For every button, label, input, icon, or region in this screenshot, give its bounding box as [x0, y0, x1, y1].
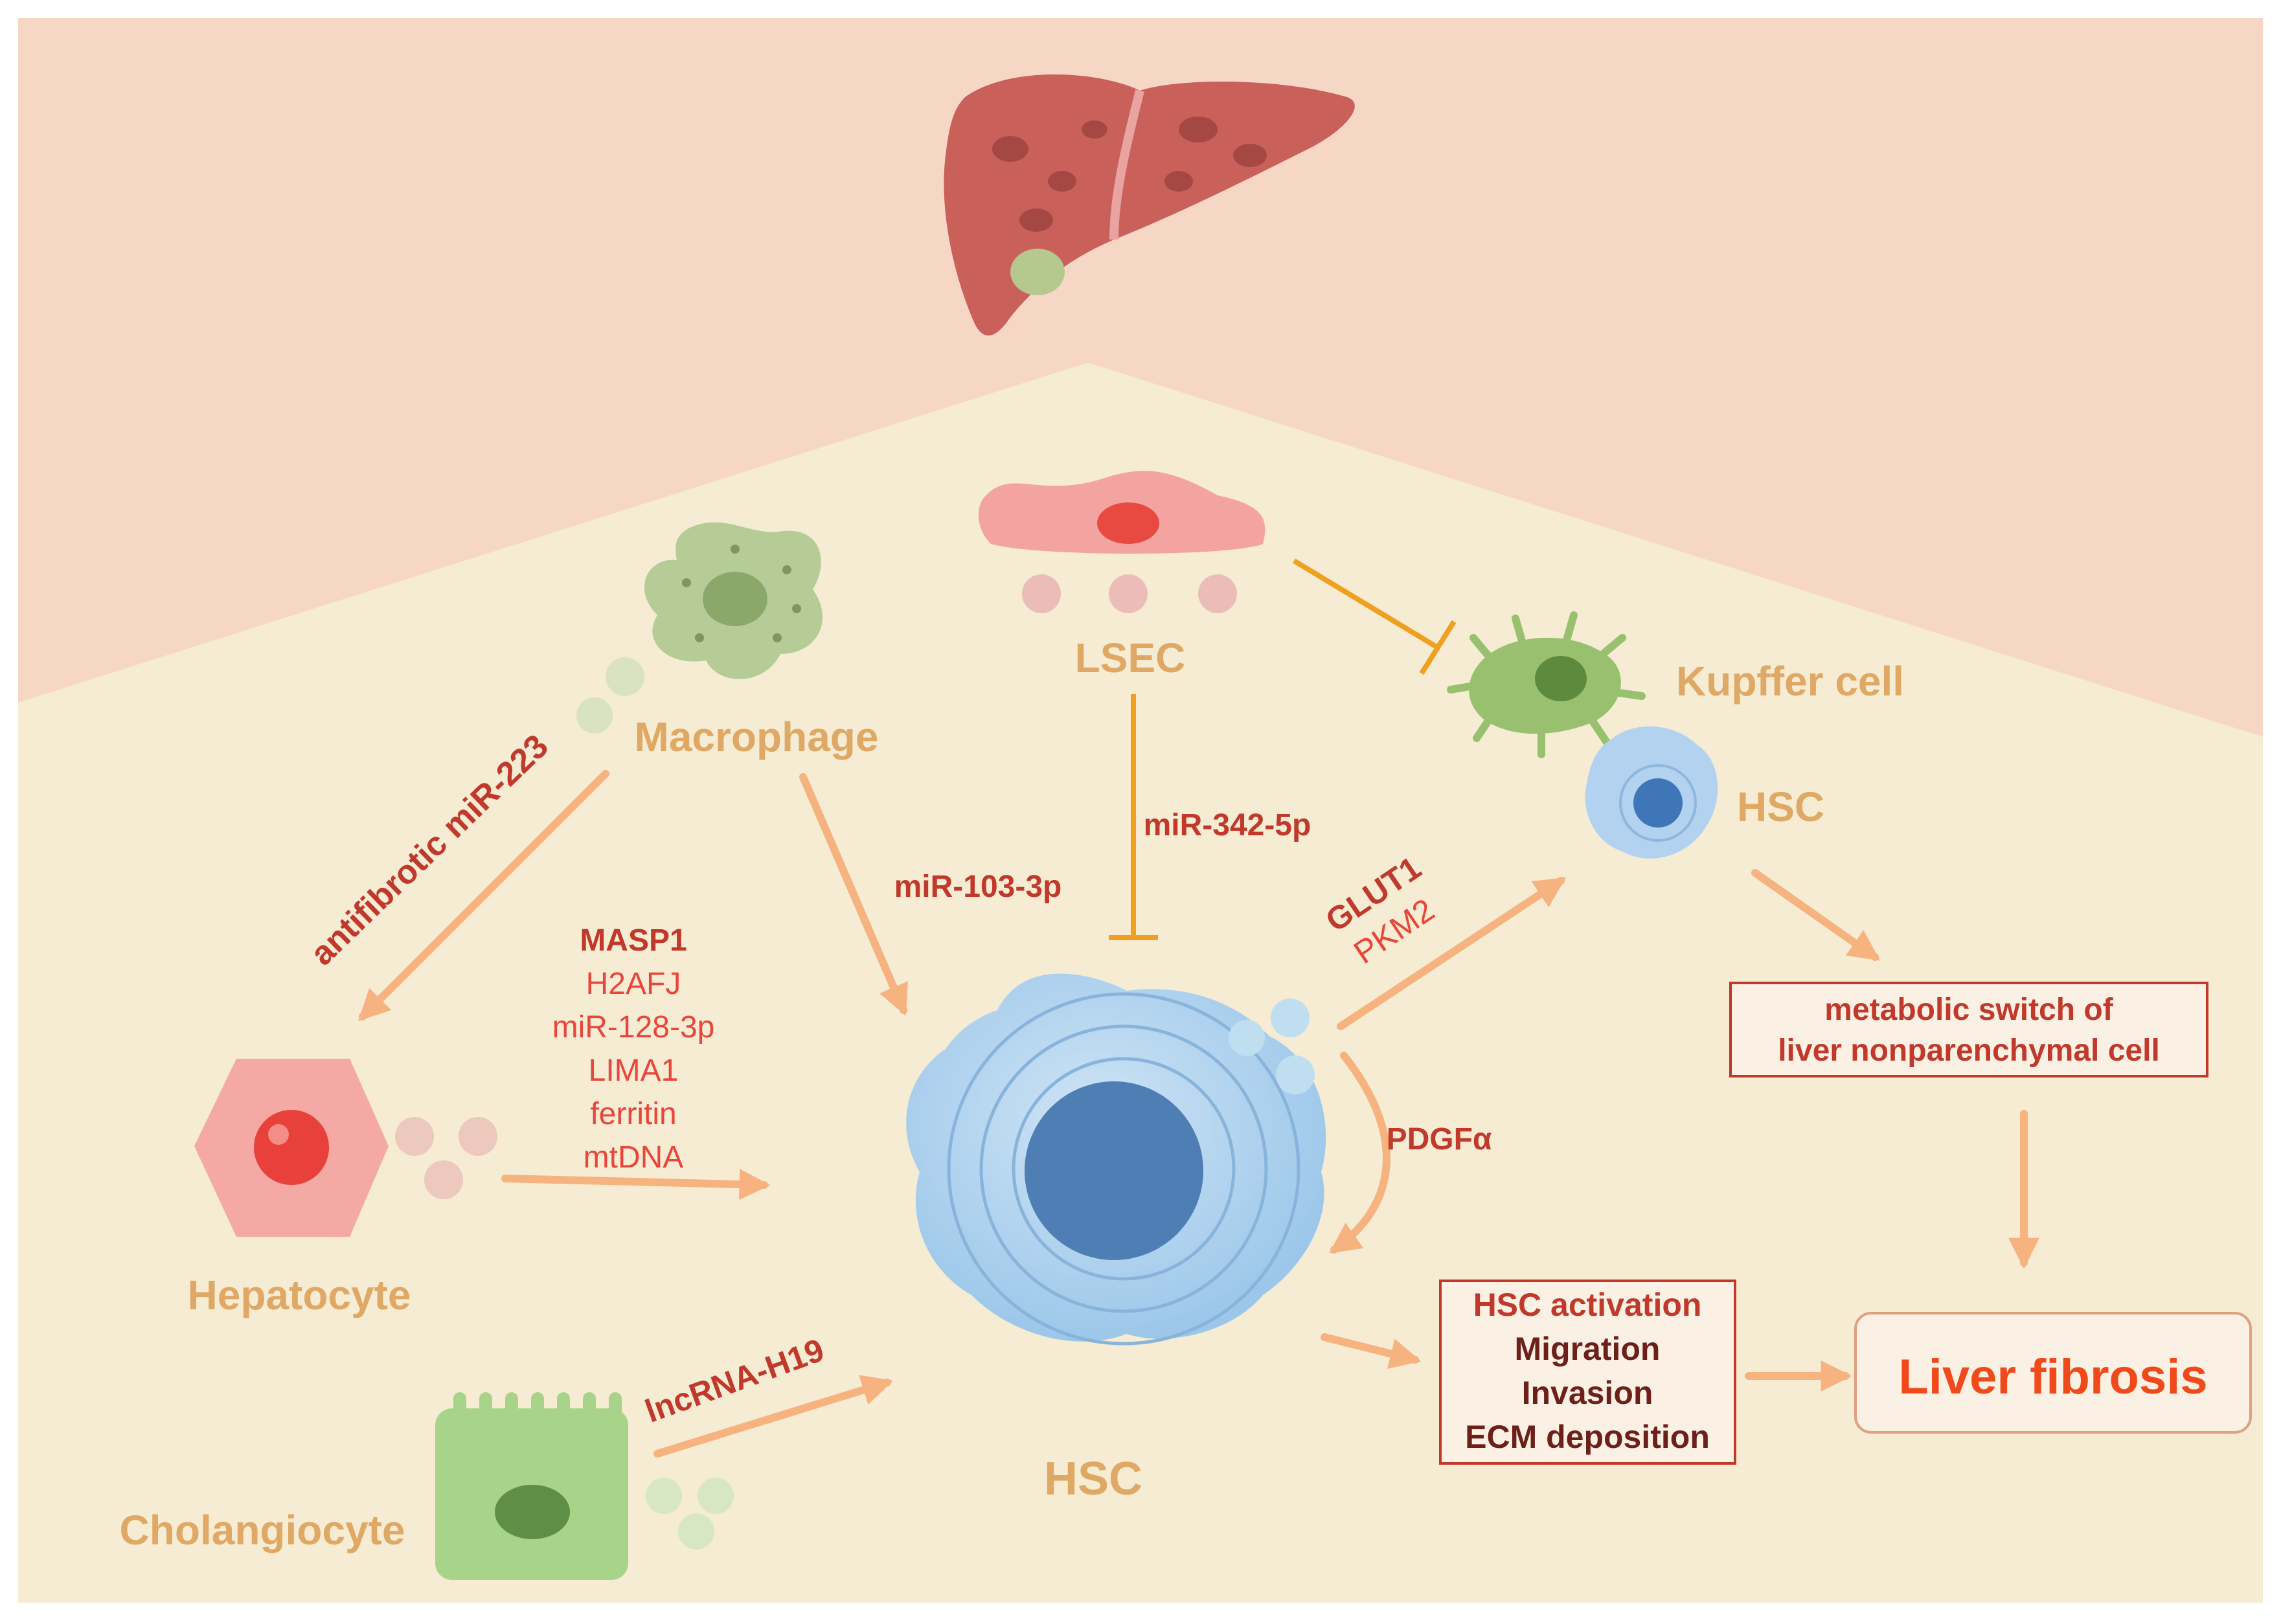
label-small-hsc: HSC — [1737, 784, 1824, 830]
arrow-macrophage-to-hepatocyte — [358, 770, 609, 1021]
inhibition-lines — [1109, 558, 1457, 940]
mediator-masp1: MASP1 — [580, 923, 687, 958]
arrow-hsc-to-small-hsc — [1337, 877, 1567, 1030]
hepatocyte-mediator-list: MASP1 H2AFJ miR-128-3p LIMA1 ferritin mt… — [552, 923, 715, 1175]
mediator-ferritin: ferritin — [590, 1097, 676, 1131]
arrow-hsc-to-activation — [1321, 1333, 1422, 1369]
label-macrophage: Macrophage — [635, 714, 879, 760]
mediator-h2afj: H2AFJ — [586, 967, 681, 1001]
small-hsc-illustration — [1585, 726, 1718, 859]
arrow-hepatocyte-to-hsc — [501, 1169, 771, 1201]
label-mir103: miR-103-3p — [894, 870, 1062, 904]
cholangiocyte-illustration — [435, 1392, 734, 1580]
activation-line-3: Invasion — [1522, 1375, 1653, 1411]
liver-illustration — [944, 74, 1355, 336]
mediator-lima1: LIMA1 — [589, 1054, 679, 1088]
activation-line-4: ECM deposition — [1465, 1419, 1710, 1455]
label-kupffer-cell: Kupffer cell — [1676, 658, 1904, 705]
arrow-macrophage-to-hsc — [799, 773, 908, 1016]
mediator-mir128: miR-128-3p — [552, 1010, 715, 1044]
label-pdgf-alpha: PDGFα — [1387, 1122, 1492, 1156]
activation-line-1: HSC activation — [1473, 1287, 1702, 1323]
label-main-hsc: HSC — [1044, 1453, 1142, 1505]
activation-line-2: Migration — [1515, 1331, 1661, 1367]
metabolic-line-1: metabolic switch of — [1824, 993, 2113, 1027]
mediator-mtdna: mtDNA — [584, 1140, 684, 1175]
label-lsec: LSEC — [1075, 635, 1186, 681]
main-hsc-illustration — [906, 973, 1326, 1346]
liver-fibrosis-label: Liver fibrosis — [1898, 1349, 2207, 1404]
arrow-pdgf-loop — [1329, 1052, 1390, 1254]
metabolic-line-2: liver nonparenchymal cell — [1778, 1033, 2160, 1068]
label-cholangiocyte: Cholangiocyte — [120, 1507, 405, 1553]
kupffer-cell-illustration — [1447, 611, 1646, 758]
macrophage-illustration — [576, 522, 823, 734]
liver-fibrosis-box: Liver fibrosis — [1854, 1312, 2252, 1434]
arrow-cholangiocyte-to-hsc — [653, 1375, 894, 1458]
arrow-small-hsc-to-metabolic — [1751, 869, 1880, 961]
label-mir342: miR-342-5p — [1144, 808, 1311, 842]
arrows — [358, 770, 2039, 1458]
label-hepatocyte: Hepatocyte — [188, 1272, 411, 1318]
lsec-cell-illustration — [978, 471, 1265, 613]
hepatocyte-illustration — [194, 1059, 497, 1237]
metabolic-switch-box: metabolic switch of liver nonparenchymal… — [1729, 982, 2208, 1077]
hsc-activation-box: HSC activation Migration Invasion ECM de… — [1439, 1280, 1736, 1465]
